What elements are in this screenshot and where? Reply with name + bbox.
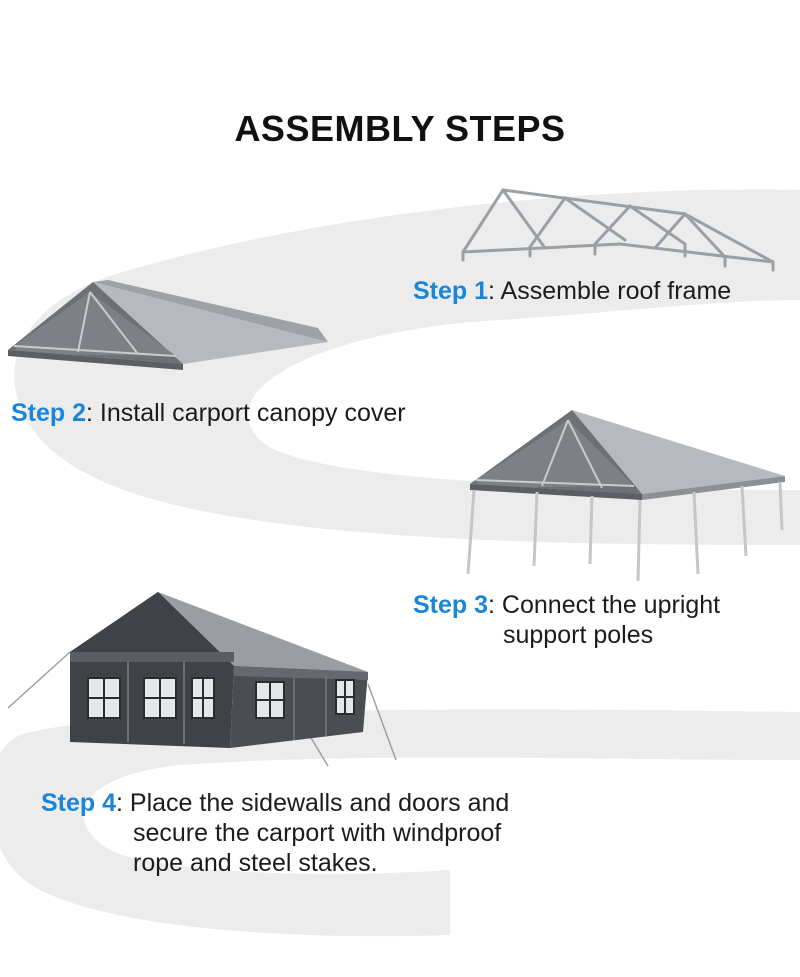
canopy-cover-image xyxy=(8,280,328,370)
step-4-line-2: secure the carport with windproof xyxy=(133,819,502,847)
step-2-text: Step 2: Install carport canopy cover xyxy=(11,398,406,428)
step-4-line-1: : Place the sidewalls and doors and xyxy=(116,789,510,817)
step-3-line-2: support poles xyxy=(503,621,654,649)
step-2-line-1: : Install carport canopy cover xyxy=(86,399,406,427)
step-2-label: Step 2 xyxy=(11,399,87,427)
roof-frame-image xyxy=(461,188,775,272)
carport-sidewalls-image xyxy=(8,592,397,767)
step-4-text: Step 4: Place the sidewalls and doors an… xyxy=(41,788,509,878)
step-4-label: Step 4 xyxy=(41,789,117,817)
step-1-text: Step 1: Assemble roof frame xyxy=(413,276,731,306)
step-1-line-1: : Assemble roof frame xyxy=(488,277,732,305)
carport-poles-image xyxy=(466,410,785,581)
step-4-line-3: rope and steel stakes. xyxy=(133,849,378,877)
step-3-text: Step 3: Connect the upright support pole… xyxy=(413,590,720,650)
step-3-label: Step 3 xyxy=(413,591,489,619)
page-title: ASSEMBLY STEPS xyxy=(234,108,566,149)
step-3-line-1: : Connect the upright xyxy=(488,591,721,619)
step-1-label: Step 1 xyxy=(413,277,489,305)
